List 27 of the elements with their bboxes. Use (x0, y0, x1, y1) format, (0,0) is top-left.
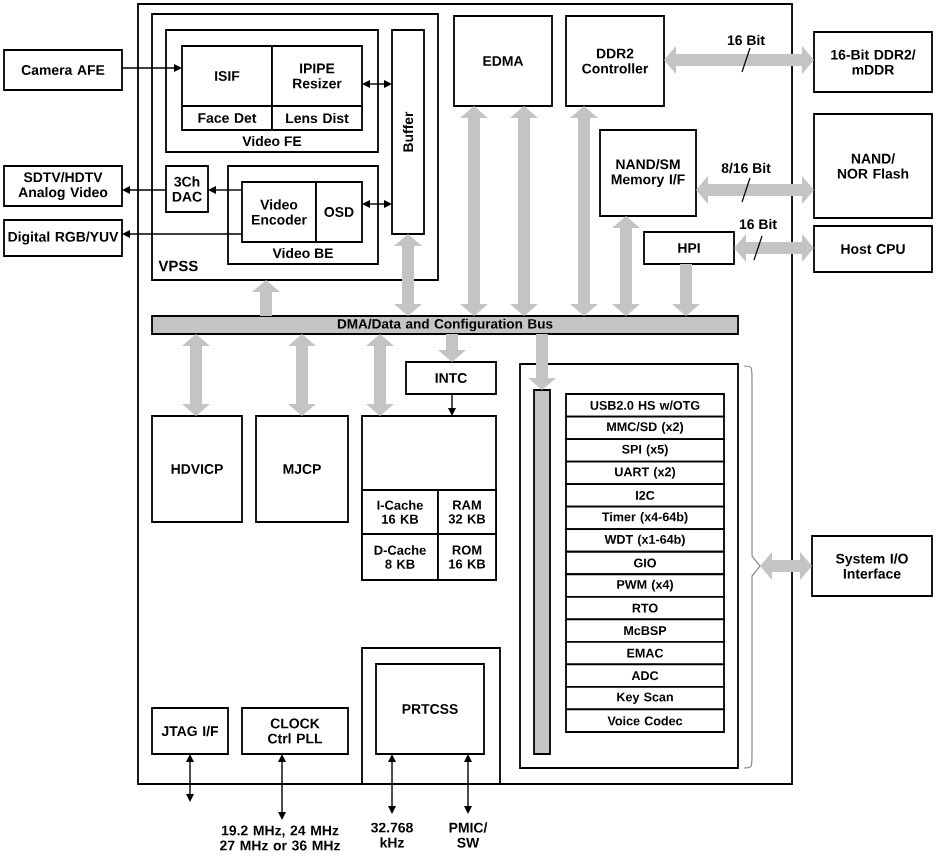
bus-arrow (734, 234, 814, 262)
arrow (464, 754, 472, 814)
bus-arrow (672, 264, 700, 316)
bus-arrow (288, 334, 316, 416)
arrow (208, 186, 243, 194)
arrow (448, 393, 456, 416)
arrow (186, 754, 194, 802)
arrow (278, 754, 286, 820)
bus-arrow (528, 334, 556, 390)
bus-arrow (510, 106, 538, 316)
arrow (122, 186, 167, 194)
arrow (121, 64, 182, 72)
bus-arrow (394, 234, 422, 316)
bus-arrow (460, 106, 488, 316)
arrow (122, 230, 243, 238)
bus-arrow (252, 280, 280, 316)
arrow (362, 200, 392, 208)
bus-arrow (366, 334, 394, 416)
bus-arrow (612, 216, 640, 316)
bus-arrow (664, 46, 814, 74)
arrow (388, 754, 396, 814)
arrow (362, 80, 392, 88)
bus-arrow (696, 176, 814, 204)
bus-arrow (570, 106, 598, 316)
bus-arrow (760, 552, 812, 580)
bus-arrow (438, 334, 466, 362)
bus-arrow (182, 334, 210, 416)
